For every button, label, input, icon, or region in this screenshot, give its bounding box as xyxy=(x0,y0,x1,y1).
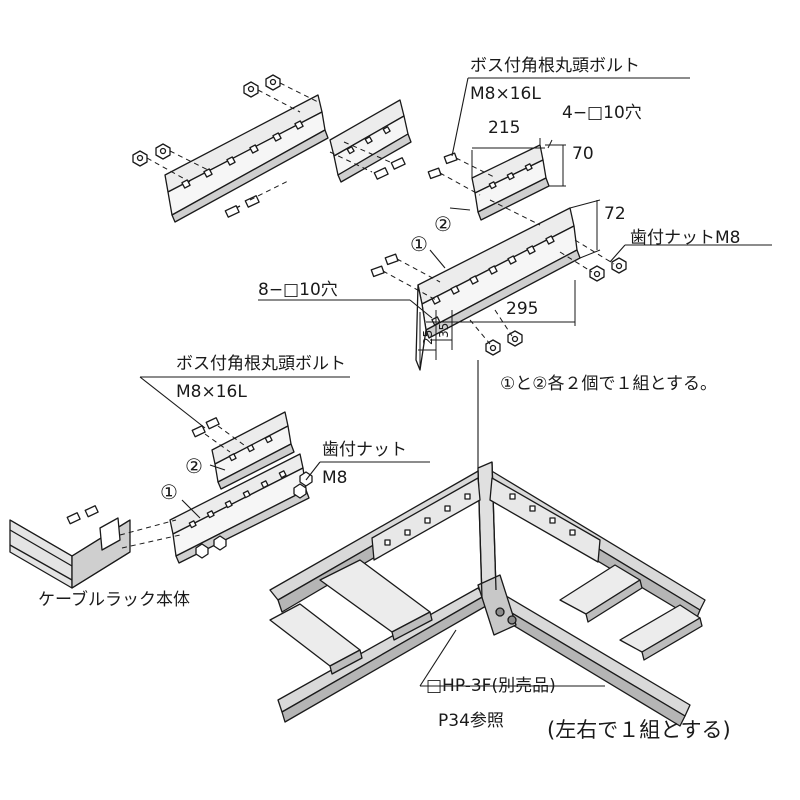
bracket-2-mount xyxy=(211,411,295,490)
serrated-nut-m8-label: 歯付ナットM8 xyxy=(630,228,741,248)
mount-dashed-guides xyxy=(119,425,245,549)
holes-4-label: 4−□10穴 xyxy=(562,103,642,123)
dim-215-label: 215 xyxy=(488,118,521,138)
boss-bolt-label-top: ボス付角根丸頭ボルト xyxy=(470,56,640,76)
mount-leaders xyxy=(139,376,430,519)
nut-m8-label: M8 xyxy=(322,468,348,488)
top-dashed-guides xyxy=(146,82,391,201)
cable-rack-body-label: ケーブルラック本体 xyxy=(38,590,190,610)
short-bracket-exploded xyxy=(329,99,412,183)
leader-lines xyxy=(258,77,772,470)
page-ref-label: P34参照 xyxy=(438,711,504,731)
holes-8-label: 8−□10穴 xyxy=(258,280,338,300)
bolt-size-label-mid: M8×16L xyxy=(176,382,247,402)
part-hp3f-label: □HP-3F(別売品) xyxy=(426,676,556,696)
dim-295-label: 295 xyxy=(506,299,539,319)
bracket-2-detail xyxy=(471,144,550,221)
top-fasteners xyxy=(132,74,406,218)
dimension-lines xyxy=(418,138,601,368)
bolt-size-label-top: M8×16L xyxy=(470,84,541,104)
pair-note-label: (左右で１組とする) xyxy=(547,718,731,742)
dim-70-label: 70 xyxy=(572,144,594,164)
serrated-nut-label: 歯付ナット xyxy=(322,440,407,460)
dim-72-label: 72 xyxy=(604,204,626,224)
rack-body-left xyxy=(9,517,131,589)
circle-2-top-label: ② xyxy=(434,212,452,236)
circle-2-mid-label: ② xyxy=(185,454,203,478)
dim-25-label: 25 xyxy=(421,329,435,345)
circle-1-top-label: ① xyxy=(410,232,428,256)
dim-35-label: 35 xyxy=(437,322,451,338)
bracket-1-detail xyxy=(415,207,581,371)
bottom-leaders xyxy=(419,629,605,687)
note-set-label: ①と②各２個で１組とする。 xyxy=(500,374,717,394)
boss-bolt-label-mid: ボス付角根丸頭ボルト xyxy=(176,354,346,374)
circle-1-mid-label: ① xyxy=(160,480,178,504)
assembled-corner-rack xyxy=(269,461,706,727)
